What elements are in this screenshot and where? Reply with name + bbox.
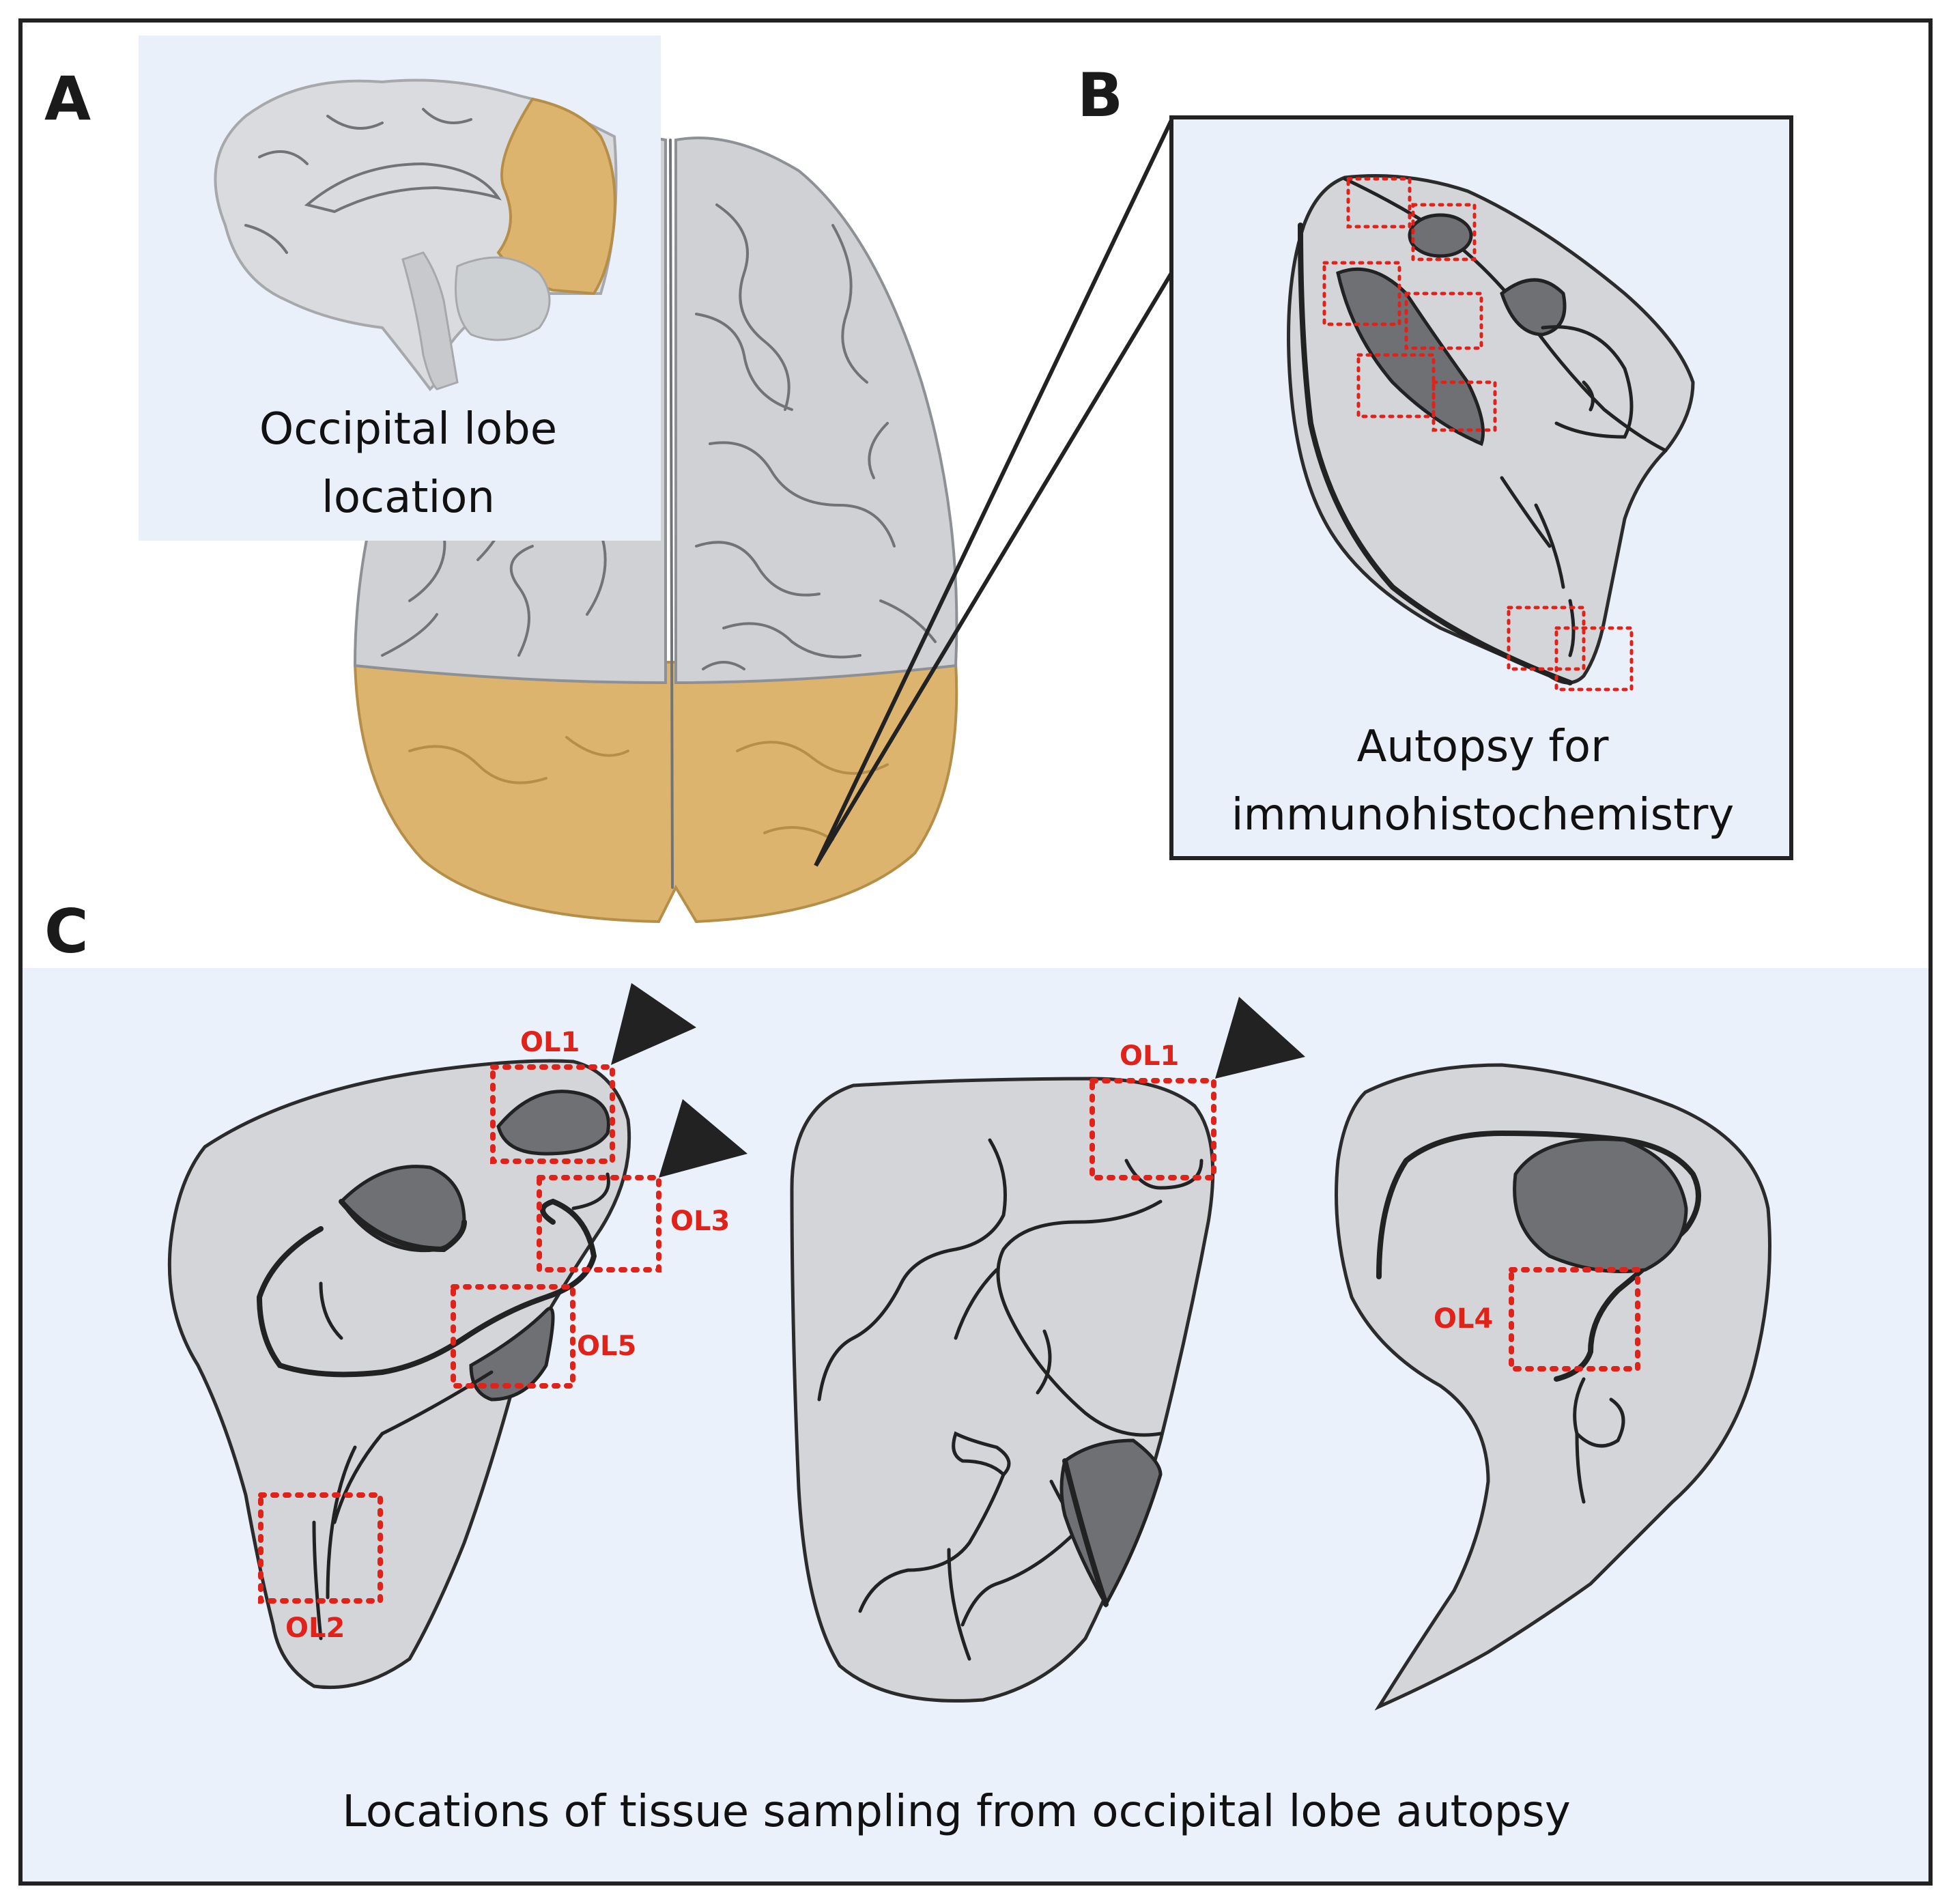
midline-fissure: [669, 139, 674, 889]
slice-left-dark-top: [496, 1090, 610, 1156]
inset-caption-line1: Occipital lobe: [259, 404, 557, 455]
occipital-location-inset: Occipital lobe location: [139, 35, 661, 541]
slice-right-inner-sulcus: [1376, 1130, 1701, 1382]
autopsy-tissue-block: [1287, 174, 1695, 692]
panel-c-caption: Locations of tissue sampling from occipi…: [342, 1787, 1570, 1837]
sample-box-ol1-middle: [1090, 1078, 1216, 1180]
tissue-front-edge: [1298, 223, 1573, 685]
panel-b: B Autopsy for: [1077, 60, 1793, 860]
slice-right-dark-region: [1513, 1137, 1688, 1273]
panel-b-caption-line1: Autopsy for: [1357, 722, 1609, 772]
label-ol5: OL5: [577, 1331, 636, 1362]
slice-middle: OL1: [790, 997, 1305, 1703]
panel-b-caption-line2: immunohistochemistry: [1231, 790, 1735, 840]
label-ol4: OL4: [1434, 1303, 1493, 1335]
slice-middle-dark-region: [1059, 1438, 1163, 1608]
brainstem: [401, 251, 459, 390]
b-sample-boxes: [1322, 177, 1634, 692]
sagittal-occipital-highlight: [496, 97, 616, 296]
cerebellum: [455, 256, 551, 341]
slice-left-inner-sulcus: [256, 1198, 597, 1378]
panel-b-letter: B: [1077, 60, 1123, 130]
right-hemisphere: [674, 137, 958, 685]
b-inner-sulcus: [1541, 325, 1634, 439]
sample-box-ol1-left: [490, 1064, 615, 1164]
label-ol1-left: OL1: [520, 1027, 580, 1058]
corpus-callosum: [304, 162, 502, 214]
occipital-gyri-lines: [408, 736, 889, 841]
zoom-line-upper: [814, 119, 1173, 867]
slice-right: OL4: [1335, 1063, 1771, 1711]
sample-box-ol3: [537, 1175, 661, 1273]
arrowhead-ol3: [659, 1099, 747, 1178]
b-dark-region-3: [1500, 278, 1567, 337]
slice-left-outline: [167, 1059, 631, 1690]
panel-a: A: [44, 35, 1173, 924]
slice-left: OL1 OL3 OL5 OL2: [167, 983, 747, 1690]
panel-c: C OL1 OL3 OL5 OL2: [44, 896, 1771, 1837]
inset-caption-line2: location: [322, 472, 495, 523]
label-ol1-middle: OL1: [1120, 1040, 1179, 1072]
sample-box-ol4: [1509, 1267, 1640, 1372]
arrowhead-ol1-middle: [1215, 997, 1305, 1079]
zoom-line-lower: [814, 272, 1173, 867]
panel-c-letter: C: [44, 896, 89, 967]
arrowhead-ol1-left: [611, 983, 696, 1065]
sample-box-ol5: [451, 1284, 575, 1389]
b-dark-region-1: [1408, 213, 1473, 258]
label-ol2: OL2: [285, 1612, 345, 1644]
occipital-lobe-highlight: [353, 661, 958, 924]
panel-a-letter: A: [44, 63, 91, 134]
sample-box-ol2: [258, 1492, 383, 1604]
label-ol3: OL3: [670, 1206, 730, 1237]
slice-left-dark-lower: [469, 1307, 555, 1402]
